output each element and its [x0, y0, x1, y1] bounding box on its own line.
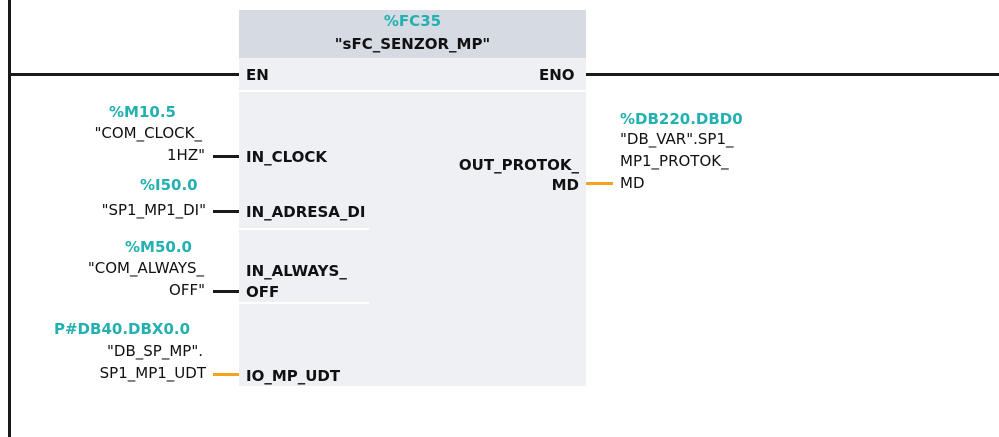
- en-wire: [10, 73, 239, 76]
- always-operand-line1[interactable]: "COM_ALWAYS_: [87, 259, 204, 277]
- en-pin: EN: [246, 66, 269, 84]
- udt-wire: [213, 373, 239, 376]
- protok-operand-line1[interactable]: "DB_VAR".SP1_: [620, 130, 734, 148]
- eno-wire: [586, 73, 999, 76]
- udt-operand-line2[interactable]: SP1_MP1_UDT: [99, 364, 206, 382]
- clock-operand-line2[interactable]: 1HZ": [167, 146, 205, 164]
- always-operand-line2[interactable]: OFF": [169, 281, 205, 299]
- function-block[interactable]: [239, 10, 586, 386]
- adresa-operand[interactable]: "SP1_MP1_DI": [101, 201, 206, 219]
- block-separator: [239, 228, 369, 230]
- out-protok-pin-line1: OUT_PROTOK_: [458, 156, 579, 174]
- block-separator: [239, 90, 586, 92]
- clock-wire: [213, 155, 239, 158]
- in-always-pin-line2: OFF: [246, 283, 280, 301]
- adresa-address[interactable]: %I50.0: [140, 176, 198, 194]
- in-adresa-di-pin: IN_ADRESA_DI: [246, 203, 366, 221]
- block-number: %FC35: [383, 12, 442, 30]
- io-mp-udt-pin: IO_MP_UDT: [246, 367, 341, 385]
- clock-operand-line1[interactable]: "COM_CLOCK_: [94, 124, 202, 142]
- protok-address[interactable]: %DB220.DBD0: [620, 110, 743, 128]
- clock-address[interactable]: %M10.5: [109, 103, 176, 121]
- block-separator: [239, 302, 369, 304]
- udt-operand-line1[interactable]: "DB_SP_MP".: [107, 342, 203, 360]
- always-address[interactable]: %M50.0: [125, 238, 192, 256]
- always-wire: [213, 290, 239, 293]
- function-block-header[interactable]: [239, 10, 586, 58]
- in-clock-pin: IN_CLOCK: [246, 148, 328, 166]
- out-protok-wire: [586, 182, 613, 185]
- power-rail: [8, 0, 11, 437]
- adresa-wire: [213, 210, 239, 213]
- udt-address[interactable]: P#DB40.DBX0.0: [54, 320, 191, 338]
- out-protok-pin-line2: MD: [551, 176, 579, 194]
- eno-pin: ENO: [539, 66, 575, 84]
- protok-operand-line3[interactable]: MD: [620, 174, 645, 192]
- protok-operand-line2[interactable]: MP1_PROTOK_: [620, 152, 729, 170]
- block-name: "sFC_SENZOR_MP": [334, 35, 491, 53]
- in-always-pin-line1: IN_ALWAYS_: [246, 262, 347, 280]
